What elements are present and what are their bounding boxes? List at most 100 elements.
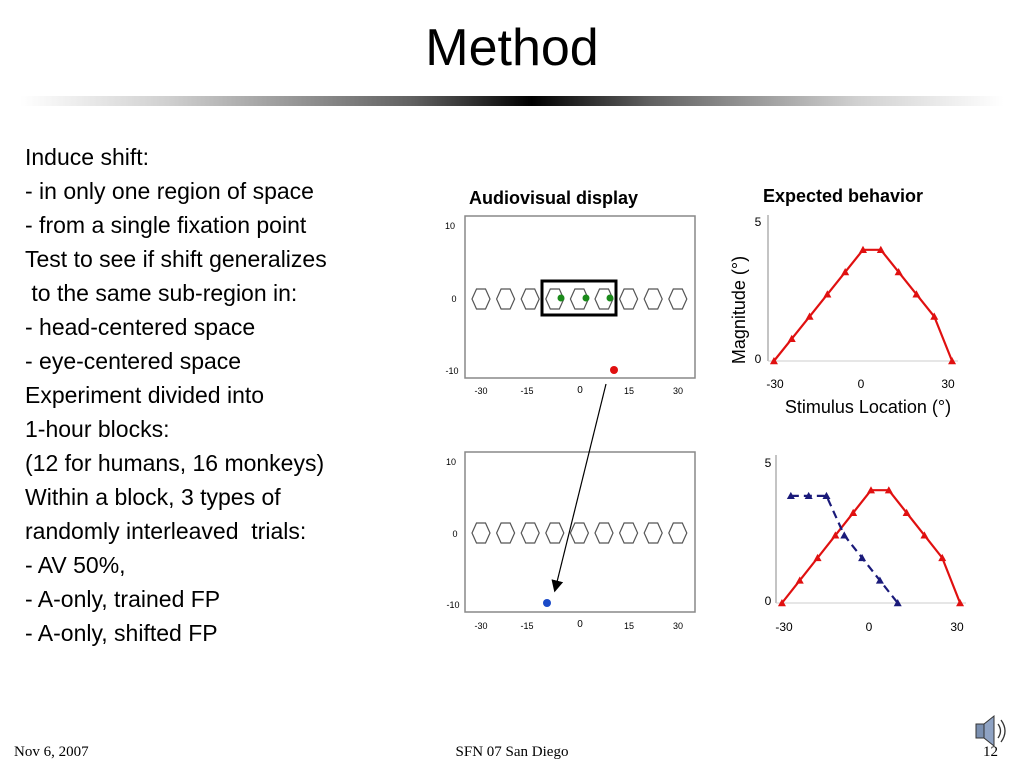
data-point-marker [769, 357, 778, 365]
y-tick-label: 0 [765, 594, 772, 608]
bullet-line: - in only one region of space [25, 178, 314, 204]
x-tick-label: 30 [950, 620, 964, 634]
data-point-marker [902, 508, 911, 516]
bullet-line: to the same sub-region in: [25, 280, 298, 306]
x-tick-label: -15 [520, 621, 533, 631]
data-point-marker [894, 268, 903, 276]
title-divider [20, 96, 1004, 106]
footer-page-number: 12 [983, 744, 998, 760]
x-tick-label: 0 [577, 385, 583, 396]
speaker-hexagon [668, 288, 688, 310]
bullet-line: Induce shift: [25, 144, 150, 170]
bullet-line: - AV 50%, [25, 552, 126, 578]
speaker-hexagon [520, 522, 540, 544]
data-point-marker [787, 334, 796, 342]
data-point-marker [875, 576, 884, 584]
data-point-marker [823, 290, 832, 298]
y-tick-label: 0 [451, 294, 456, 304]
bullet-line: Test to see if shift generalizes [25, 246, 327, 272]
slide-title: Method [425, 19, 599, 77]
data-point-marker [777, 599, 786, 607]
y-tick-label: 5 [765, 456, 772, 470]
x-tick-label: -30 [766, 377, 784, 391]
series-line [773, 248, 954, 362]
series-line [790, 494, 899, 604]
expected-behavior-caption: Expected behavior [763, 186, 924, 206]
y-tick-label: 0 [755, 352, 762, 366]
x-tick-label: 15 [624, 386, 634, 396]
x-axis-label: Stimulus Location (°) [785, 397, 951, 417]
speaker-hexagon [495, 288, 516, 310]
series-line [781, 489, 962, 604]
speaker-row [471, 522, 688, 544]
x-tick-label: -30 [474, 386, 487, 396]
bullet-line: - A-only, shifted FP [25, 620, 218, 646]
footer-event: SFN 07 San Diego [455, 744, 569, 760]
y-tick-label: -10 [445, 366, 458, 376]
data-point-marker [822, 491, 831, 500]
data-point-marker [795, 576, 804, 584]
data-point-marker [859, 245, 867, 253]
green-light [557, 294, 565, 302]
data-point-marker [876, 245, 885, 253]
y-tick-label: 0 [452, 529, 457, 539]
y-tick-label: 10 [445, 221, 455, 231]
data-point-marker [840, 531, 849, 539]
data-point-marker [948, 357, 957, 365]
speaker-hexagon [618, 522, 639, 544]
audiovisual-display-caption: Audiovisual display [469, 188, 639, 208]
display-panel-bottom: 10 0 -10 -30 -15 0 15 30 [446, 451, 696, 631]
green-light [606, 294, 614, 302]
bullet-line: - eye-centered space [25, 348, 242, 374]
x-tick-label: 0 [866, 620, 873, 634]
speaker-row [471, 288, 688, 310]
bullet-line: Experiment divided into [25, 382, 265, 408]
data-point-marker [912, 290, 921, 298]
footer-date: Nov 6, 2007 [14, 744, 89, 760]
speaker-hexagon [643, 288, 663, 310]
data-point-marker [813, 553, 822, 562]
speaker-hexagon [495, 522, 516, 544]
data-point-marker [831, 531, 840, 539]
fixation-shift-arrow [551, 383, 607, 593]
data-point-marker [841, 268, 850, 276]
expected-behavior-chart: 5 0 -30 0 30 Magnitude (°) Stimulus Loca… [729, 215, 958, 417]
fixation-point-shifted [543, 599, 551, 607]
data-point-marker [893, 599, 902, 607]
y-tick-label: -10 [446, 600, 459, 610]
bullet-list: Induce shift: - in only one region of sp… [25, 140, 415, 650]
x-tick-label: 0 [577, 619, 583, 630]
data-point-marker [804, 491, 813, 500]
x-tick-label: 30 [673, 386, 683, 396]
bullet-line: 1-hour blocks: [25, 416, 170, 442]
speaker-hexagon [594, 522, 614, 544]
bullet-line: randomly interleaved trials: [25, 518, 307, 544]
data-point-marker [938, 553, 947, 562]
speaker-hexagon [545, 522, 565, 544]
speaker-hexagon [668, 522, 688, 544]
data-point-marker [849, 508, 858, 516]
speaker-icon[interactable] [975, 714, 1006, 748]
x-tick-label: -15 [520, 386, 533, 396]
data-point-marker [884, 486, 893, 494]
x-tick-label: -30 [775, 620, 793, 634]
shifted-behavior-chart: 5 0 -30 0 30 [765, 455, 966, 634]
speaker-hexagon [569, 522, 590, 544]
speaker-hexagon [643, 522, 663, 544]
data-point-marker [930, 312, 939, 320]
y-tick-label: 10 [446, 457, 456, 467]
speaker-hexagon [471, 288, 491, 310]
data-point-marker [858, 553, 867, 562]
speaker-hexagon [618, 288, 639, 310]
speaker-hexagon [471, 522, 491, 544]
x-tick-label: 30 [673, 621, 683, 631]
y-axis-label: Magnitude (°) [729, 256, 749, 364]
data-point-marker [920, 531, 929, 539]
green-light [582, 294, 590, 302]
bullet-line: - A-only, trained FP [25, 586, 221, 612]
data-point-marker [867, 486, 875, 494]
x-tick-label: 0 [858, 377, 865, 391]
x-tick-label: 15 [624, 621, 634, 631]
bullet-line: Within a block, 3 types of [25, 484, 281, 510]
